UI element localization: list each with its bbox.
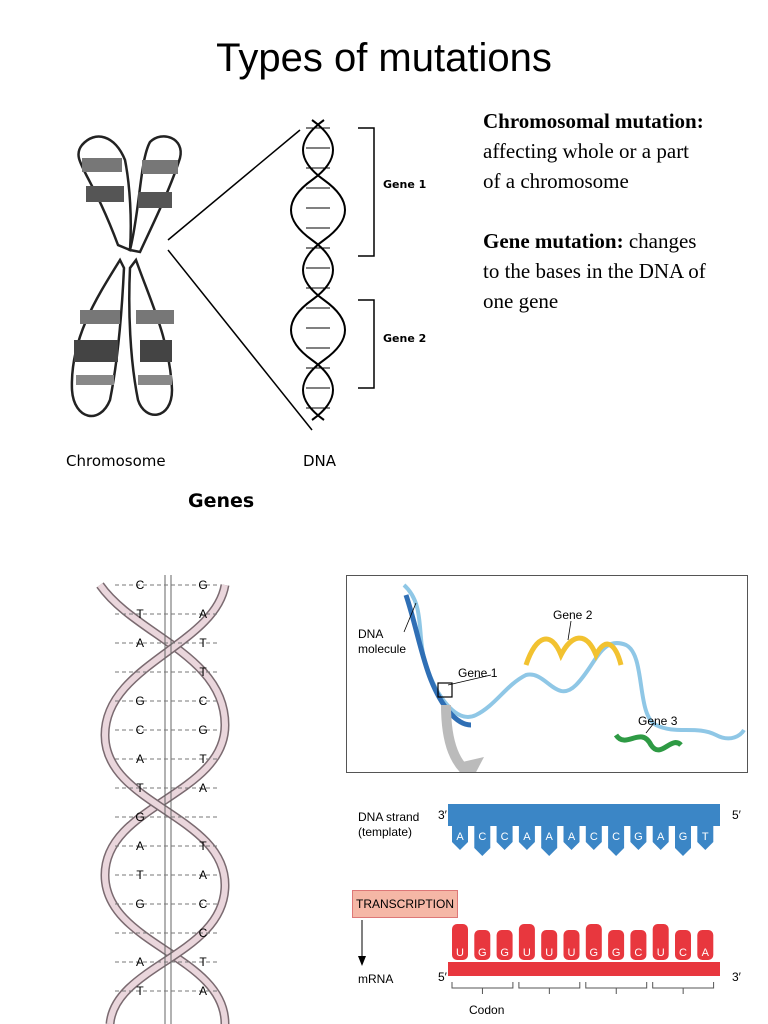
mrna-base: U (568, 947, 576, 959)
dna-3prime: 3′ (438, 808, 447, 822)
chromosomal-desc-line1: affecting whole or a part (483, 139, 690, 163)
page-title: Types of mutations (216, 36, 552, 80)
base-right: T (199, 955, 207, 969)
genes-caption: Genes (188, 490, 255, 512)
gene-desc-line3: one gene (483, 289, 559, 313)
dna-base: C (612, 831, 620, 843)
dna-molecule-line2: molecule (358, 642, 407, 656)
gene-definition: Gene mutation: changes to the bases in t… (483, 226, 763, 316)
base-left: C (136, 723, 145, 737)
chromosome-dna-figure (70, 119, 375, 431)
chromosome-drawing (70, 135, 182, 418)
mrna-base: G (500, 947, 509, 959)
base-left: C (136, 578, 145, 592)
base-left: A (136, 752, 144, 766)
chromosome-label: Chromosome (66, 452, 166, 470)
gene-map-panel (346, 575, 748, 773)
transcription-step: TRANSCRIPTION (352, 890, 458, 918)
gene2-segment (523, 635, 624, 666)
dna-molecule-line1: DNA (358, 627, 384, 641)
base-left: A (136, 955, 144, 969)
dna-rungs-small (306, 127, 330, 409)
map-gene2-label: Gene 2 (553, 608, 593, 622)
codon-label: Codon (469, 1003, 505, 1017)
base-right: A (199, 868, 207, 882)
dna-base: A (568, 831, 576, 843)
base-right: G (198, 723, 207, 737)
base-left: T (136, 781, 144, 795)
mrna-base: A (702, 947, 710, 959)
base-left: A (136, 636, 144, 650)
mrna-label: mRNA (358, 972, 394, 986)
dna-label: DNA (303, 452, 337, 470)
dna-base: A (657, 831, 665, 843)
chromosomal-definition: Chromosomal mutation: affecting whole or… (483, 106, 763, 196)
base-left: G (135, 694, 144, 708)
base-right: T (199, 636, 207, 650)
base-right: A (199, 607, 207, 621)
base-right: C (199, 897, 208, 911)
mrna-base: G (478, 947, 487, 959)
base-right: A (199, 984, 207, 998)
dna-molecule-label: DNA molecule (358, 627, 406, 657)
gene-desc-line1: changes (623, 229, 697, 253)
gene2-label: Gene 2 (383, 332, 427, 345)
gene2-bracket (358, 299, 375, 389)
dna-base: G (679, 831, 688, 843)
gene1-segment (403, 594, 472, 728)
zoom-line-top (167, 129, 301, 241)
gene1-label: Gene 1 (383, 178, 427, 191)
map-gene1-label: Gene 1 (458, 666, 498, 680)
mrna-base: C (679, 947, 687, 959)
gene-desc-line2: to the bases in the DNA of (483, 259, 706, 283)
dna-base: A (456, 831, 464, 843)
dna-base: C (501, 831, 509, 843)
mrna-base: U (657, 947, 665, 959)
base-left: T (136, 607, 144, 621)
mrna-base: U (545, 947, 553, 959)
mrna-base: G (590, 947, 599, 959)
zoom-line-bottom (167, 249, 313, 431)
mrna-5prime: 5′ (438, 970, 447, 984)
base-right: C (199, 694, 208, 708)
gene3-segment (613, 733, 683, 753)
dna-helix-small (290, 119, 346, 421)
dna-strand-line1: DNA strand (358, 810, 420, 824)
base-right: G (198, 578, 207, 592)
mrna-base: C (634, 947, 642, 959)
gene-map-drawing (402, 583, 746, 772)
dna-strand-label: DNA strand (template) (358, 810, 419, 840)
dna-strand-line2: (template) (358, 825, 413, 839)
mrna-base: U (523, 947, 531, 959)
mrna-3prime: 3′ (732, 970, 741, 984)
dna-base: C (590, 831, 598, 843)
base-left: T (136, 984, 144, 998)
base-left: G (135, 810, 144, 824)
dna-5prime: 5′ (732, 808, 741, 822)
dna-base: A (546, 831, 554, 843)
base-right: C (199, 926, 208, 940)
gene-term: Gene mutation: (483, 229, 624, 253)
dna-base: C (478, 831, 486, 843)
dna-base: G (634, 831, 643, 843)
base-right: A (199, 781, 207, 795)
mrna-base: U (456, 947, 464, 959)
transcription-arrow (358, 920, 366, 966)
gene1-bracket (358, 127, 375, 257)
chromosomal-term: Chromosomal mutation: (483, 109, 704, 133)
base-right: T (199, 665, 207, 679)
base-right: T (199, 839, 207, 853)
mrna-base: G (612, 947, 621, 959)
dna-base: T (702, 831, 709, 843)
base-pair-helix: C G T A A T T G C C G A T T A G A T T A G C C A T T A (96, 575, 230, 1024)
base-left: G (135, 897, 144, 911)
base-left: A (136, 839, 144, 853)
base-left: T (136, 868, 144, 882)
base-right: T (199, 752, 207, 766)
chromosomal-desc-line2: of a chromosome (483, 169, 629, 193)
map-gene3-label: Gene 3 (638, 714, 678, 728)
dna-base: A (523, 831, 531, 843)
